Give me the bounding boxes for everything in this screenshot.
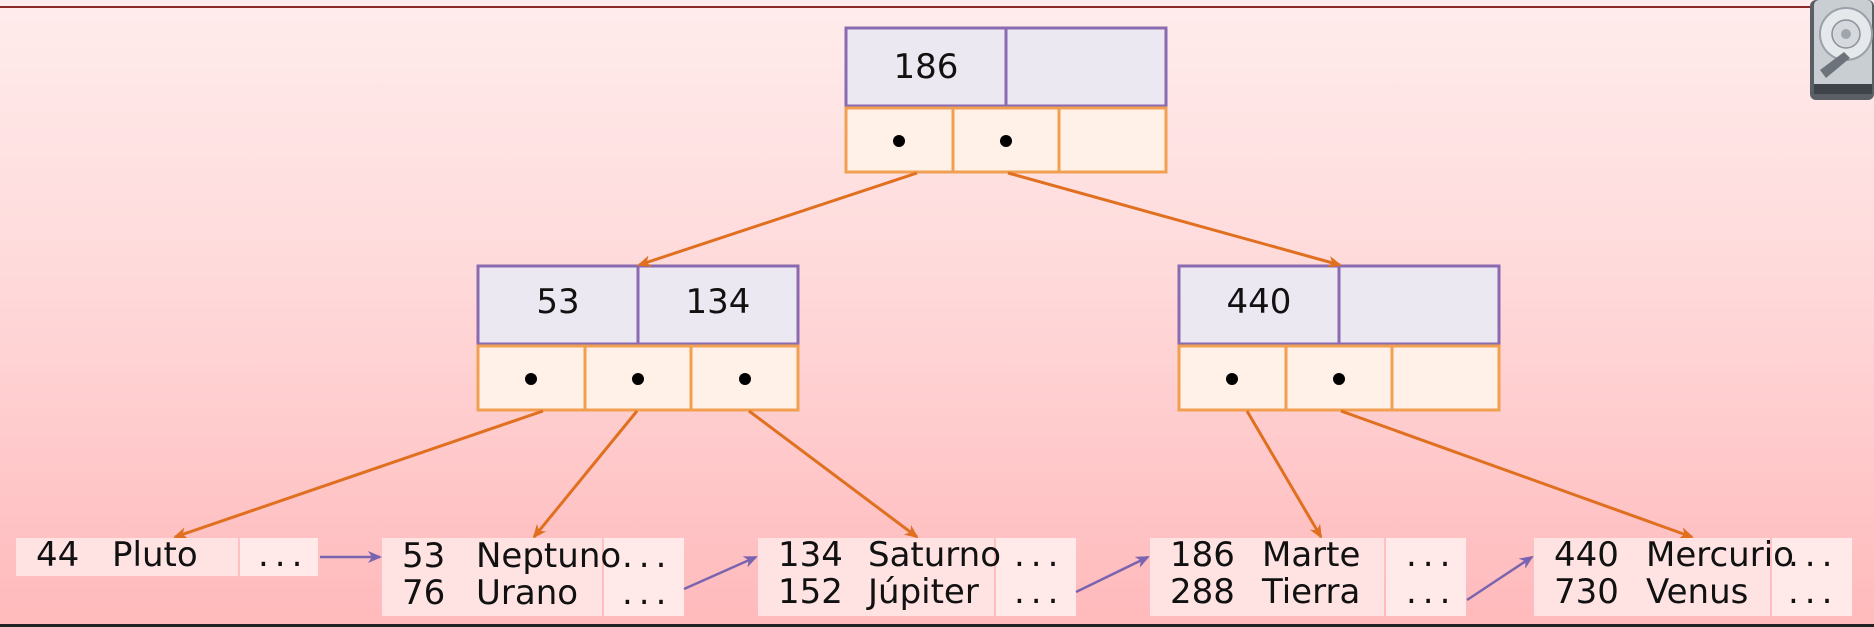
right-key-cell-2 [1337,264,1501,346]
leaf-2-row-2-more: ... [622,573,672,613]
hard-disk-icon [1810,0,1874,100]
edge-right-to-leaf-5 [1340,409,1694,539]
right-pointer-2 [1333,373,1345,385]
leaf-5-row-1-name: Mercurio [1646,535,1794,575]
left-key-2: 134 [686,282,751,322]
leaf-3-more-bg [996,538,1076,616]
leaf-5-row-2-name: Venus [1646,572,1748,612]
left-pointer-3 [739,373,751,385]
leaf-4-row-1-name: Marte [1262,535,1360,575]
leaf-2: 53 Neptuno ... 76 Urano ... [402,536,672,613]
leaf-2-row-2-key: 76 [402,573,445,613]
edge-left-to-leaf-1 [173,409,544,539]
leaf-3-row-2-key: 152 [778,572,843,612]
leaf-2-row-1-more: ... [622,536,672,576]
leaf-1-row-1-name: Pluto [112,535,198,575]
leaf-1-row-1-more: ... [258,535,308,575]
leaf-2-row-2-name: Urano [476,573,578,613]
leaf-4-row-1-key: 186 [1170,535,1235,575]
root-pointer-1 [893,135,905,147]
leaf-2-row-1-key: 53 [402,536,445,576]
leaf-3: 134 Saturno ... 152 Júpiter ... [778,535,1064,612]
edge-left-to-leaf-3 [748,409,919,539]
leaf-4-row-2-key: 288 [1170,572,1235,612]
leaf-5-more-bg [1772,538,1852,616]
left-internal-node: 53 134 [476,264,800,412]
leaf-4-row-2-name: Tierra [1261,572,1360,612]
root-key-cell-1 [844,26,1008,108]
leaf-4-row-1-more: ... [1406,535,1456,575]
leaf-5-bg [1534,538,1770,616]
right-internal-node: 440 [1177,264,1501,412]
leaf-3-row-1-name: Saturno [868,535,1001,575]
leaf-4-row-2-more: ... [1406,572,1456,612]
leaf-3-row-1-key: 134 [778,535,843,575]
top-rule [0,6,1874,8]
leaf-5-row-1-key: 440 [1554,535,1619,575]
leaf-1-bg [16,538,238,576]
right-pointer-1 [1226,373,1238,385]
left-key-cell-2 [636,264,800,346]
leaf-link-4-5 [1466,555,1534,602]
leaf-4-more-bg [1386,538,1466,616]
leaf-link-2-3 [683,555,758,591]
root-key-1: 186 [894,47,959,87]
leaf-3-row-2-name: Júpiter [866,572,979,612]
left-pointer-2 [632,373,644,385]
edge-root-to-left [637,171,918,267]
left-pointer-1 [525,373,537,385]
leaf-5: 440 Mercurio ... 730 Venus ... [1554,535,1838,612]
leaf-4: 186 Marte ... 288 Tierra ... [1170,535,1456,612]
left-key-1: 53 [536,282,579,322]
root-node: 186 [844,26,1168,174]
leaf-2-row-1-name: Neptuno [476,536,621,576]
leaf-3-row-2-more: ... [1014,572,1064,612]
leaf-4-bg [1150,538,1384,616]
root-ptr-cell-3 [1057,106,1168,174]
leaf-backgrounds [16,538,1852,616]
leaf-2-bg [382,538,602,616]
leaf-5-row-2-more: ... [1788,572,1838,612]
leaf-5-row-2-key: 730 [1554,572,1619,612]
edge-right-to-leaf-4 [1245,410,1323,539]
root-key-cell-2 [1004,26,1168,108]
leaf-1: 44 Pluto ... [36,535,308,575]
leaf-2-more-bg [604,538,684,616]
leaf-3-bg [758,538,994,616]
leaf-links [320,551,1534,602]
root-pointer-2 [1000,135,1012,147]
edge-left-to-leaf-2 [532,410,639,539]
tree-edges [173,171,1694,539]
leaf-1-more-bg [240,538,318,576]
leaf-link-3-4 [1075,555,1150,594]
left-key-cell-1 [476,264,640,346]
right-key-1: 440 [1227,282,1292,322]
edge-root-to-right [1007,171,1342,268]
leaf-5-row-1-more: ... [1788,535,1838,575]
leaf-3-row-1-more: ... [1014,535,1064,575]
leaf-1-row-1-key: 44 [36,535,79,575]
bottom-rule [0,624,1874,627]
right-ptr-cell-3 [1390,344,1501,412]
